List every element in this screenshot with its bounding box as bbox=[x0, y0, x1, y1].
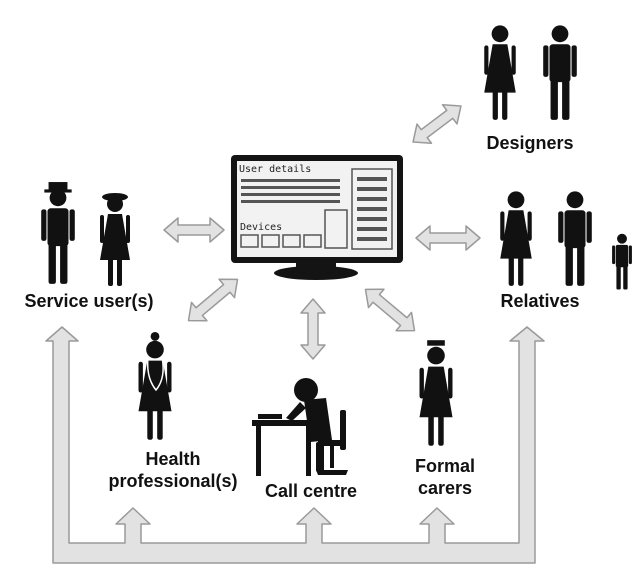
arrow-monitor-health bbox=[187, 278, 239, 322]
screen-devices-label: Devices bbox=[240, 222, 283, 233]
label-health-professionals: Health professional(s) bbox=[98, 448, 248, 492]
label-relatives: Relatives bbox=[500, 291, 580, 311]
label-health-line1: Health bbox=[145, 449, 201, 469]
arrow-monitor-relatives bbox=[415, 225, 481, 251]
relatives-figures bbox=[500, 191, 632, 290]
label-health-line2: professional(s) bbox=[108, 471, 238, 491]
label-call-centre: Call centre bbox=[264, 481, 358, 501]
arrow-monitor-formal bbox=[364, 288, 416, 332]
service-user-figures bbox=[41, 182, 130, 286]
label-designers: Designers bbox=[486, 133, 574, 153]
label-formal-line2: carers bbox=[417, 478, 473, 498]
monitor bbox=[231, 155, 403, 280]
arrow-monitor-designers bbox=[412, 104, 462, 144]
call-centre-figure bbox=[252, 378, 348, 476]
designers-figures bbox=[484, 25, 577, 120]
screen-user-details-label: User details bbox=[239, 164, 312, 175]
label-service-users: Service user(s) bbox=[24, 291, 154, 311]
arrow-service-monitor bbox=[163, 217, 225, 243]
feedback-loop-arrow bbox=[45, 326, 545, 564]
formal-carer-figure bbox=[419, 340, 453, 446]
label-formal-line1: Formal bbox=[414, 456, 475, 476]
arrow-monitor-callcentre bbox=[300, 298, 326, 360]
health-professional-figure bbox=[138, 332, 172, 440]
label-formal-carers: Formal carers bbox=[390, 455, 500, 499]
